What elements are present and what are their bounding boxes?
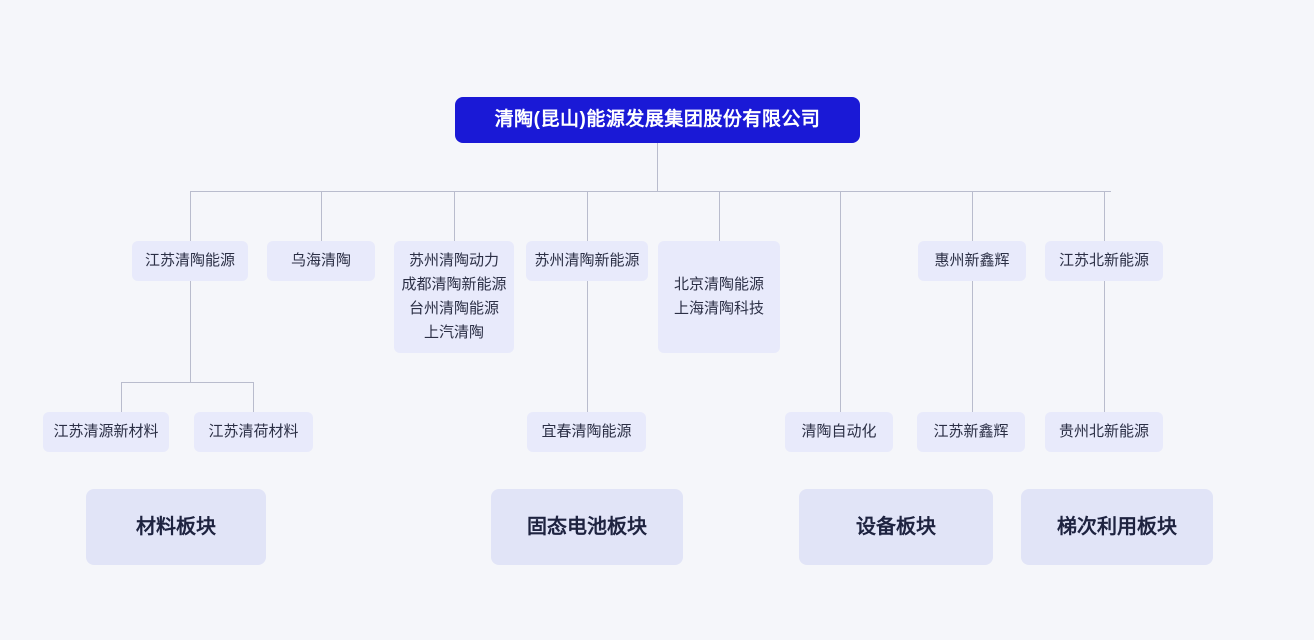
connector-drop-c5 <box>719 191 720 241</box>
sector-node-s1-label: 材料板块 <box>136 516 216 538</box>
child-node-c6-label: 惠州新鑫辉 <box>934 252 1010 269</box>
leaf-node-l6-label: 贵州北新能源 <box>1058 423 1149 440</box>
leaf-node-l2[interactable]: 江苏清荷材料 <box>194 412 313 452</box>
child-node-c1[interactable]: 江苏清陶能源 <box>132 241 248 281</box>
sector-node-s4[interactable]: 梯次利用板块 <box>1021 489 1213 565</box>
child-node-c3-label: 上汽清陶 <box>423 324 484 341</box>
connector-c1-bus <box>121 382 254 383</box>
leaf-node-l2-label: 江苏清荷材料 <box>208 423 299 440</box>
leaf-node-l3-label: 宜春清陶能源 <box>541 423 632 440</box>
connector-trunk-bus <box>190 191 1111 192</box>
sector-node-s4-label: 梯次利用板块 <box>1057 516 1177 538</box>
child-node-c3-label: 成都清陶新能源 <box>401 276 507 293</box>
child-node-c4-label: 苏州清陶新能源 <box>534 252 640 269</box>
connector-drop-spare <box>840 191 841 241</box>
child-node-c3-label: 苏州清陶动力 <box>408 252 499 269</box>
connector-c1-l1 <box>121 382 122 412</box>
connector-drop-c7 <box>1104 191 1105 241</box>
child-node-c2-label: 乌海清陶 <box>290 252 351 269</box>
leaf-node-l4-label: 清陶自动化 <box>801 423 877 440</box>
child-node-c6[interactable]: 惠州新鑫辉 <box>918 241 1026 281</box>
connector-c1-l2 <box>253 382 254 412</box>
child-node-c5-label: 上海清陶科技 <box>673 300 764 317</box>
sector-node-s2[interactable]: 固态电池板块 <box>491 489 683 565</box>
child-node-c1-label: 江苏清陶能源 <box>144 252 235 269</box>
connector-drop-c6 <box>972 191 973 241</box>
root-node-label: 清陶(昆山)能源发展集团股份有限公司 <box>494 109 821 130</box>
sector-node-s3-label: 设备板块 <box>856 516 936 538</box>
connector-drop-c4 <box>587 191 588 241</box>
root-node[interactable]: 清陶(昆山)能源发展集团股份有限公司 <box>455 97 860 143</box>
child-node-c5-label: 北京清陶能源 <box>673 276 764 293</box>
sector-node-s2-label: 固态电池板块 <box>527 516 647 538</box>
connector-drop-c3 <box>454 191 455 241</box>
leaf-node-l1-label: 江苏清源新材料 <box>53 423 159 440</box>
sector-node-s1[interactable]: 材料板块 <box>86 489 266 565</box>
child-node-c7-label: 江苏北新能源 <box>1058 252 1149 269</box>
connector-c6-l5 <box>972 281 973 412</box>
leaf-node-l5[interactable]: 江苏新鑫辉 <box>917 412 1025 452</box>
connector-c1-stem <box>190 281 191 382</box>
child-node-c3-label: 台州清陶能源 <box>408 300 499 317</box>
child-node-c5[interactable]: 北京清陶能源上海清陶科技 <box>658 241 780 353</box>
child-node-c4[interactable]: 苏州清陶新能源 <box>526 241 648 281</box>
connector-c6-l4 <box>840 241 841 412</box>
leaf-node-l4[interactable]: 清陶自动化 <box>785 412 893 452</box>
connector-root-stem <box>657 143 658 191</box>
sector-node-s3[interactable]: 设备板块 <box>799 489 993 565</box>
child-node-c2[interactable]: 乌海清陶 <box>267 241 375 281</box>
child-node-c3[interactable]: 苏州清陶动力成都清陶新能源台州清陶能源上汽清陶 <box>394 241 514 353</box>
leaf-node-l1[interactable]: 江苏清源新材料 <box>43 412 169 452</box>
child-node-c7[interactable]: 江苏北新能源 <box>1045 241 1163 281</box>
leaf-node-l6[interactable]: 贵州北新能源 <box>1045 412 1163 452</box>
connector-drop-c2 <box>321 191 322 241</box>
connector-drop-c1 <box>190 191 191 241</box>
leaf-node-l3[interactable]: 宜春清陶能源 <box>527 412 646 452</box>
connector-c7-l6 <box>1104 281 1105 412</box>
connector-c4-l3 <box>587 281 588 412</box>
leaf-node-l5-label: 江苏新鑫辉 <box>933 423 1009 440</box>
